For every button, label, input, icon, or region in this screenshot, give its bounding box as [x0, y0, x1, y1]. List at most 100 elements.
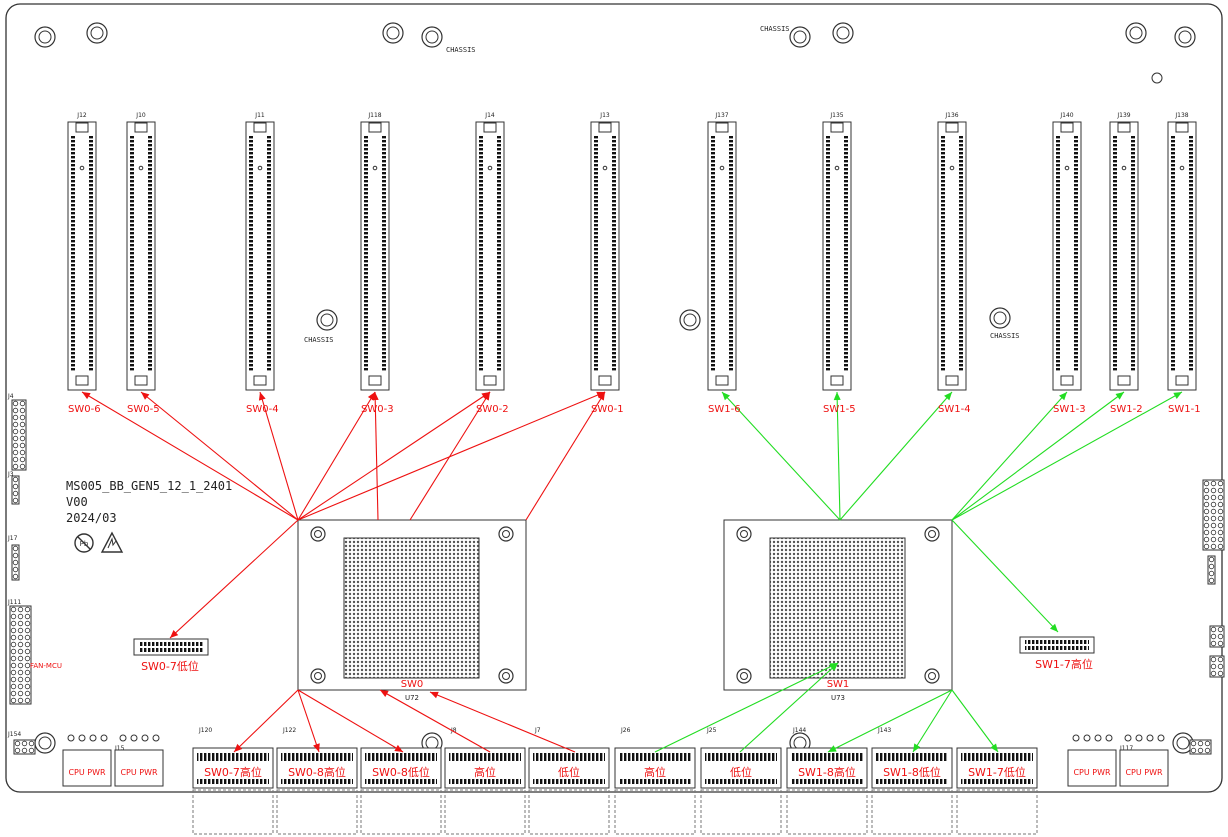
connector-label: 高位: [644, 765, 666, 779]
chip-screw-inner: [502, 530, 510, 538]
header-pin: [10, 648, 17, 655]
side-connector: [1019, 636, 1095, 654]
link-line: [297, 391, 491, 521]
connector-ref: J26: [620, 727, 631, 734]
right-header: [1189, 739, 1212, 755]
slot-pins-left: [479, 136, 483, 372]
connector-label: SW1-8高位: [798, 765, 856, 779]
slot-key: [945, 122, 959, 133]
header-pin: [1217, 543, 1224, 550]
connector-keepout: [276, 789, 358, 835]
connector-pins: [1025, 640, 1089, 644]
connector-pins: [876, 779, 948, 784]
slot-pins-right: [382, 136, 386, 372]
connector-body: [133, 638, 209, 656]
link-arrowhead: [597, 392, 605, 401]
slot-key: [1175, 122, 1189, 133]
side-connector: [133, 638, 209, 656]
header-pin: [1210, 663, 1217, 670]
mounting-hole: [832, 22, 854, 44]
chip-screw-inner: [740, 530, 748, 538]
connector-ref: J7: [534, 727, 541, 734]
mounting-hole-inner: [1129, 26, 1143, 40]
header-pin: [1217, 494, 1224, 501]
header-pin: [17, 669, 24, 676]
slot-pins-right: [89, 136, 93, 372]
connector-keepout: [614, 789, 696, 835]
pcie-slot: J137: [707, 112, 737, 391]
right-header: [1209, 655, 1225, 678]
header-pin: [12, 449, 19, 456]
slot-ref: J14: [484, 112, 495, 119]
link-arrowhead: [82, 392, 91, 400]
header-pin: [19, 428, 26, 435]
header-pin: [1190, 740, 1197, 747]
link-line: [654, 662, 839, 753]
mounting-hole: [1174, 26, 1196, 48]
header-pin: [17, 676, 24, 683]
connector-keepout: [444, 789, 526, 835]
header-pin: [12, 476, 19, 483]
header-pin: [1204, 740, 1211, 747]
signal-links: [81, 391, 1183, 753]
header-pin: [1210, 522, 1217, 529]
link-line: [951, 689, 999, 753]
slot-pins-left: [364, 136, 368, 372]
connector-label: 低位: [558, 765, 580, 779]
chip-screw: [498, 526, 514, 542]
header-pin: [17, 662, 24, 669]
connector-label: 低位: [730, 765, 752, 779]
connector-keepout: [360, 789, 442, 835]
link-arrowhead: [482, 392, 490, 401]
slot-key: [134, 122, 148, 133]
connector-pins: [365, 779, 437, 784]
link-line: [297, 689, 320, 753]
mounting-hole: [86, 22, 108, 44]
header-pin: [1217, 501, 1224, 508]
bottom-connector: SW0-8低位: [360, 747, 442, 835]
connector-pins: [281, 753, 353, 761]
slot-pins-right: [1189, 136, 1193, 372]
header-ref: J3: [7, 471, 14, 478]
header-pin: [1210, 494, 1217, 501]
right-header: [1207, 555, 1216, 585]
mounting-hole: [989, 307, 1011, 329]
slot-ref: J13: [599, 112, 610, 119]
header-pin: [24, 655, 31, 662]
slot-ref: J138: [1174, 112, 1188, 119]
header-pin: [24, 669, 31, 676]
header-pin: [19, 421, 26, 428]
link-line: [297, 391, 376, 521]
link-line: [233, 689, 299, 753]
header-pin: [10, 634, 17, 641]
slot-pins-right: [1131, 136, 1135, 372]
mounting-holes: [34, 22, 1196, 754]
link-line: [951, 519, 1059, 633]
slot-key: [1117, 122, 1131, 133]
side-connector-label: SW0-7低位: [141, 659, 199, 673]
power-pin: [1135, 734, 1143, 742]
link-arrowhead: [313, 743, 320, 752]
link-arrowhead: [258, 392, 266, 401]
header-pin: [24, 648, 31, 655]
power-pin: [119, 734, 127, 742]
link-arrowhead: [430, 691, 439, 699]
header-pin: [17, 620, 24, 627]
header-pin: [17, 641, 24, 648]
chip-screw-inner: [928, 530, 936, 538]
header-pin: [1203, 536, 1210, 543]
pcie-slot: J13: [590, 112, 620, 391]
mounting-hole: [679, 309, 701, 331]
link-line: [721, 391, 841, 521]
header-pin: [1190, 747, 1197, 754]
header-pin: [12, 566, 19, 573]
slot-label: SW1-1: [1168, 404, 1201, 415]
header-pin: [12, 573, 19, 580]
mounting-hole-inner: [993, 311, 1007, 325]
slot-label: SW1-5: [823, 404, 856, 415]
header-ref: J17: [7, 535, 18, 542]
header-pin: [12, 483, 19, 490]
side-connector-label: SW1-7高位: [1035, 657, 1093, 671]
header-pin: [10, 613, 17, 620]
